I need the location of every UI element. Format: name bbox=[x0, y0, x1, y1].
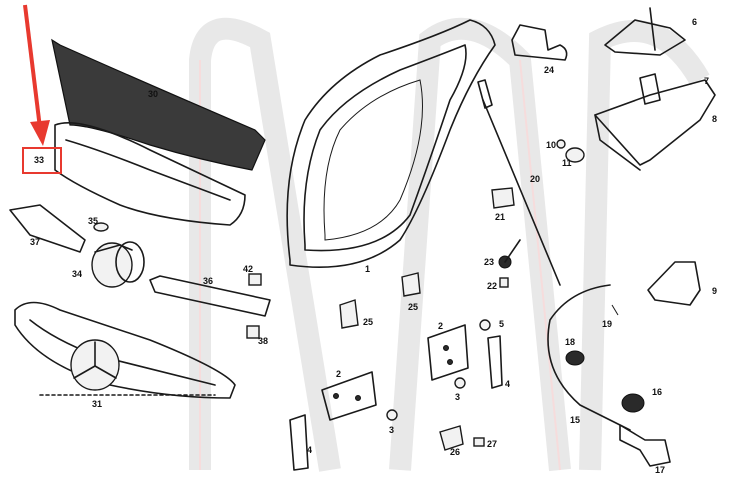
label-4a: 4 bbox=[505, 379, 511, 389]
part-24-hook bbox=[511, 24, 568, 61]
part-18-grommet bbox=[565, 350, 585, 366]
highlight-box bbox=[22, 147, 62, 174]
label-18: 18 bbox=[565, 337, 576, 347]
part-9-latch bbox=[647, 261, 701, 306]
label-25a: 25 bbox=[363, 317, 374, 327]
part-5-pin bbox=[479, 319, 503, 389]
part-34-ring bbox=[91, 241, 145, 288]
part-4-plate bbox=[289, 414, 309, 471]
label-35: 35 bbox=[88, 216, 99, 226]
part-11-washer bbox=[565, 147, 585, 163]
part-30-mesh-grille bbox=[51, 38, 266, 171]
part-27-clip bbox=[473, 437, 485, 447]
part-20-rod bbox=[482, 99, 561, 286]
label-3a: 3 bbox=[455, 392, 461, 402]
label-19: 19 bbox=[602, 319, 613, 329]
label-16: 16 bbox=[652, 387, 663, 397]
part-26-bushing bbox=[439, 425, 464, 451]
part-33-grille-frame bbox=[54, 122, 246, 226]
part-22-pin bbox=[499, 277, 509, 288]
part-6-latch bbox=[604, 7, 686, 56]
label-5: 5 bbox=[499, 319, 505, 329]
label-1: 1 bbox=[365, 264, 371, 274]
label-34: 34 bbox=[72, 269, 83, 279]
part-17-handle bbox=[619, 424, 671, 467]
part-21-block bbox=[491, 187, 515, 209]
part-1-panel bbox=[286, 19, 496, 268]
label-7: 7 bbox=[704, 76, 710, 86]
part-38-clip bbox=[246, 325, 260, 339]
part-35-bushing bbox=[93, 222, 109, 232]
label-24: 24 bbox=[544, 65, 555, 75]
label-26: 26 bbox=[450, 447, 461, 457]
part-2-hinge-upper bbox=[427, 324, 469, 381]
part-25-clip-a bbox=[339, 299, 359, 329]
label-37: 37 bbox=[30, 237, 41, 247]
red-arrow-icon bbox=[23, 4, 50, 146]
part-20-rod-end bbox=[477, 79, 493, 109]
part-7-bracket bbox=[594, 73, 716, 171]
part-36-strip bbox=[149, 275, 271, 317]
part-31-main-grille bbox=[14, 301, 236, 399]
label-36: 36 bbox=[203, 276, 214, 286]
label-31: 31 bbox=[92, 399, 103, 409]
part-16-grommet bbox=[621, 393, 645, 413]
part-3-washer-lower bbox=[386, 409, 398, 421]
part-19-screw bbox=[611, 304, 619, 316]
label-8: 8 bbox=[712, 114, 718, 124]
part-15-cable bbox=[547, 284, 631, 431]
label-21: 21 bbox=[495, 212, 506, 222]
part-10-washer bbox=[556, 139, 566, 149]
part-2-hinge-lower bbox=[321, 371, 377, 421]
label-11: 11 bbox=[562, 158, 572, 168]
label-42: 42 bbox=[243, 264, 254, 274]
part-23-knob bbox=[498, 239, 521, 269]
label-2a: 2 bbox=[438, 321, 444, 331]
part-37-plate bbox=[9, 204, 86, 253]
label-6: 6 bbox=[692, 17, 698, 27]
label-15: 15 bbox=[570, 415, 581, 425]
part-25-clip-b bbox=[401, 272, 421, 297]
label-22: 22 bbox=[487, 281, 498, 291]
label-38: 38 bbox=[258, 336, 269, 346]
label-17: 17 bbox=[655, 465, 666, 475]
label-20: 20 bbox=[530, 174, 541, 184]
label-2b: 2 bbox=[336, 369, 342, 379]
label-30: 30 bbox=[148, 89, 159, 99]
label-25b: 25 bbox=[408, 302, 419, 312]
label-3b: 3 bbox=[389, 425, 395, 435]
label-23: 23 bbox=[484, 257, 495, 267]
part-3-washer-upper bbox=[454, 377, 466, 389]
part-42-clip bbox=[248, 273, 262, 286]
label-4b: 4 bbox=[307, 445, 313, 455]
highlight-label: 33 bbox=[34, 155, 45, 165]
label-10: 10 bbox=[546, 140, 557, 150]
label-9: 9 bbox=[712, 286, 718, 296]
label-27: 27 bbox=[487, 439, 498, 449]
